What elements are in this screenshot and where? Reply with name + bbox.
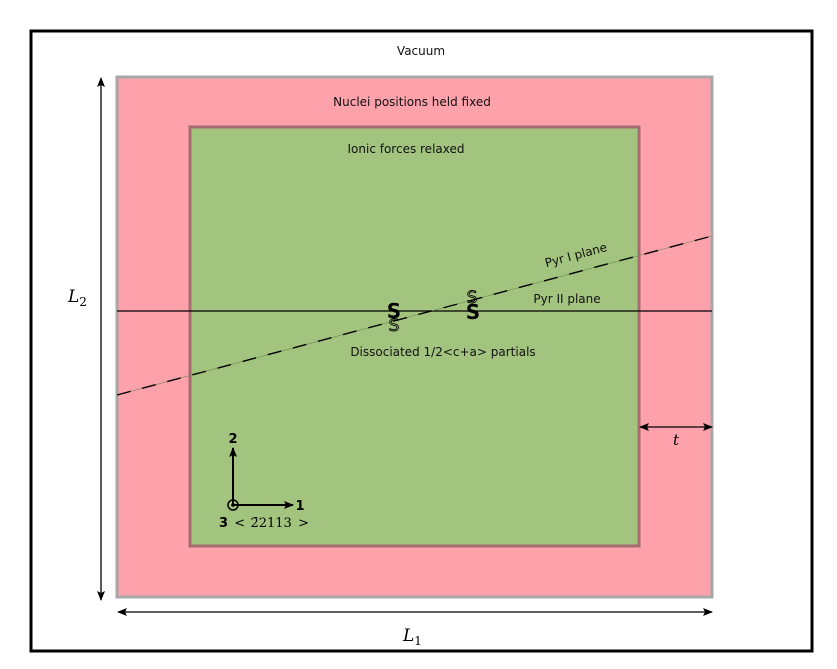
fixed-region-label: Nuclei positions held fixed	[333, 95, 491, 109]
axis-3-digits: 2113	[259, 516, 292, 531]
axis-2-label: 2	[228, 432, 237, 447]
vacuum-label: Vacuum	[397, 44, 445, 58]
pyr2-plane-label: Pyr II plane	[533, 292, 600, 306]
relaxed-region-label: Ionic forces relaxed	[348, 142, 465, 156]
axis-3-bracket-open: <	[234, 516, 245, 531]
axis-3-out-of-plane-icon	[227, 499, 239, 511]
dislocation-solid-right: S	[466, 300, 480, 324]
L2-label: L2	[67, 287, 87, 309]
t-label: t	[673, 431, 680, 449]
relaxed-region	[188, 125, 641, 548]
L1-label: L1	[402, 626, 422, 648]
dislocation-outline-left: S	[389, 316, 400, 336]
dislocation-outline-right: S	[467, 288, 478, 308]
axis-3-number: 3	[219, 516, 228, 531]
axis-3-bar-digit: 2̄	[250, 516, 258, 531]
axis-3-label: 3 < 2̄2113 >	[219, 515, 309, 531]
dislocation-solid-left: S	[387, 299, 401, 323]
axis-1-label: 1	[295, 499, 304, 514]
pyr1-plane-line-thin	[116, 235, 713, 396]
partials-label: Dissociated 1/2<c+a> partials	[350, 345, 535, 359]
axis-3-dot	[231, 503, 235, 507]
axis-3-bracket-close: >	[298, 516, 309, 531]
